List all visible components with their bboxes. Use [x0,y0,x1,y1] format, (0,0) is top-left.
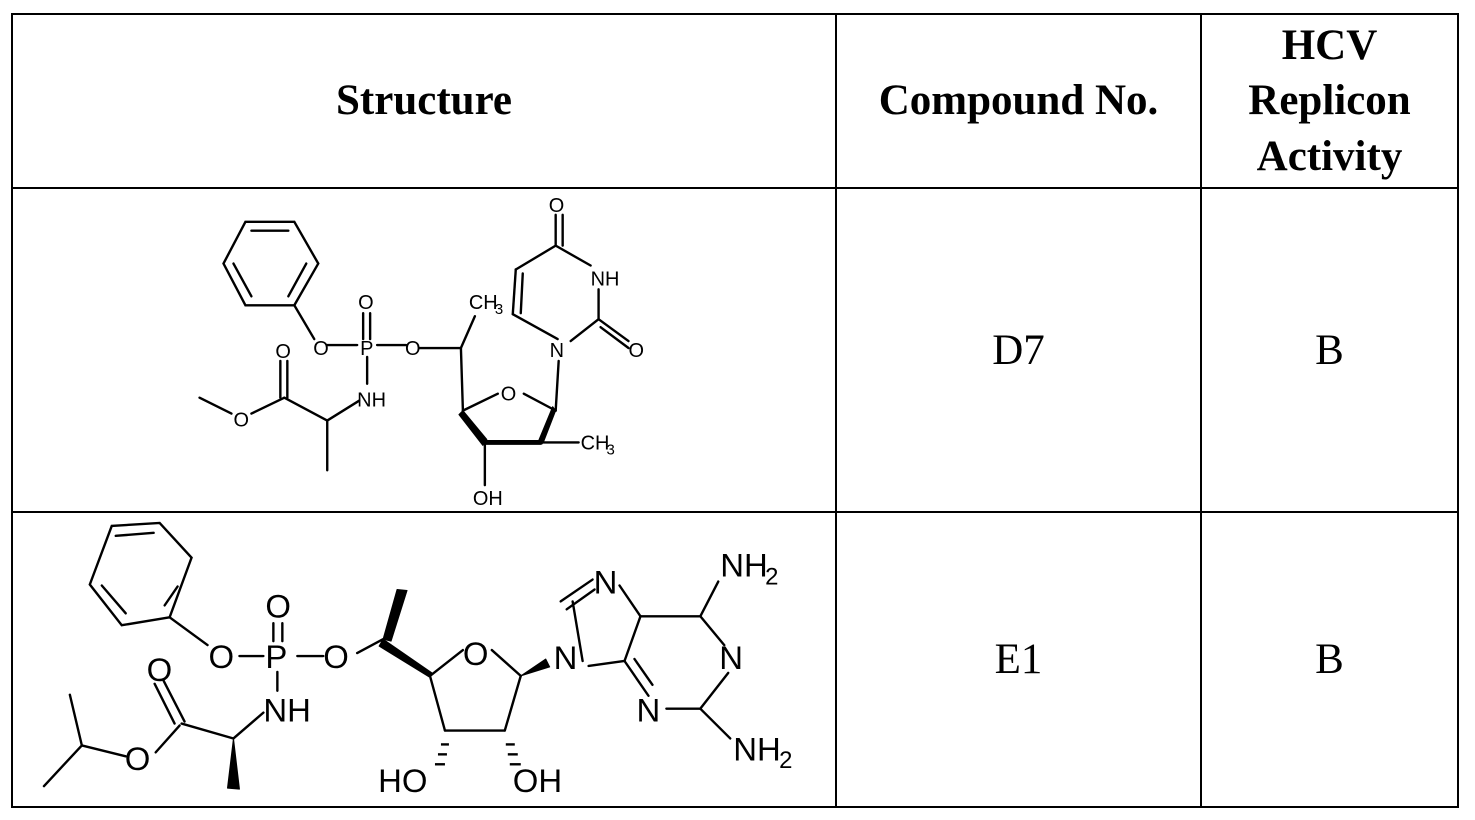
atom-label: N [636,692,660,729]
header-row: Structure Compound No. HCV Replicon Acti… [12,14,1458,188]
compound-no-d7: D7 [836,188,1201,512]
atom-label: O [629,340,645,362]
atom-label: N [719,639,743,676]
header-structure: Structure [12,14,836,188]
atom-label: HO [378,762,427,799]
header-activity-line-2: Replicon [1202,73,1457,128]
compound-activity-table: Structure Compound No. HCV Replicon Acti… [11,13,1459,808]
activity-e1: B [1201,512,1458,807]
header-activity-line-3: Activity [1202,129,1457,184]
atom-label: P [360,338,373,360]
atom-label: O [125,740,151,777]
atom-label: O [209,638,235,675]
atom-label: OH [473,488,503,510]
atom-label: O [405,338,421,360]
atom-label: O [358,292,374,314]
activity-d7: B [1201,188,1458,512]
structure-cell-e1: NH 2 N O N O P O O N O NH N NH 2 O HO [12,512,836,807]
atom-label: NH [263,692,311,729]
atom-label: O [147,651,173,688]
atom-label: CH [581,432,610,454]
atom-label: O [463,635,489,672]
atom-label-subscript: 3 [607,441,615,458]
atom-label: O [275,341,291,363]
atom-label-subscript: 3 [495,301,503,318]
header-compound-no: Compound No. [836,14,1201,188]
atom-label: O [501,384,517,406]
table-row-e1: NH 2 N O N O P O O N O NH N NH 2 O HO [12,512,1458,807]
atom-label: NH [357,390,386,412]
atom-label: O [313,338,329,360]
atom-label: O [265,587,291,624]
atom-label: N [550,340,564,362]
chemical-structure-e1: NH 2 N O N O P O O N O NH N NH 2 O HO [13,513,835,806]
atom-label: N [594,564,618,601]
atom-label: NH [591,268,620,290]
atom-label: P [265,638,287,675]
header-hcv-replicon-activity: HCV Replicon Activity [1201,14,1458,188]
atom-label: NH [720,547,768,584]
atom-label: N [554,639,578,676]
atom-label: O [323,638,349,675]
atom-label-subscript: 2 [765,564,778,591]
atom-label-subscript: 2 [779,747,792,774]
atom-label: O [549,195,565,217]
table-row-d7: O NH O CH 3 O P O N O O NH O O CH 3 OH [12,188,1458,512]
atom-label: NH [733,730,781,767]
atom-label: O [233,410,249,432]
compound-no-e1: E1 [836,512,1201,807]
atom-label: CH [469,292,498,314]
chemical-structure-d7: O NH O CH 3 O P O N O O NH O O CH 3 OH [13,189,835,511]
atom-label: OH [513,762,562,799]
header-activity-line-1: HCV [1202,18,1457,73]
structure-cell-d7: O NH O CH 3 O P O N O O NH O O CH 3 OH [12,188,836,512]
